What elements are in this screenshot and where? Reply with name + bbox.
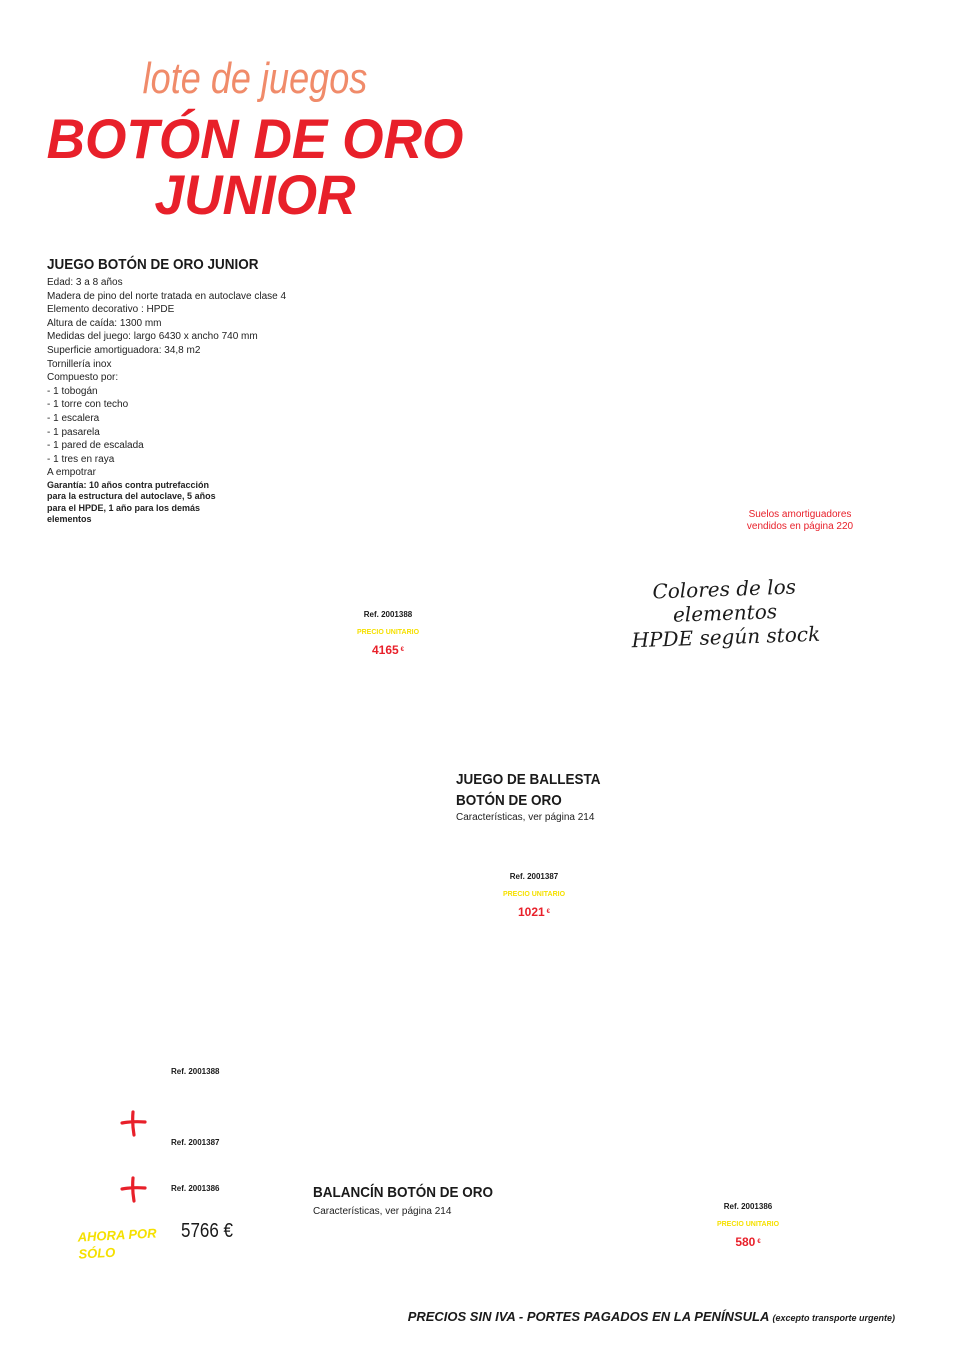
plus-icon [120,1176,147,1203]
ballesta-price: 1021€ [517,905,551,919]
junior-heading: JUEGO BOTÓN DE ORO JUNIOR [47,256,259,273]
footer-small: (excepto transporte urgente) [772,1313,895,1323]
balancin-price-block: Ref. 2001386 PRECIO UNITARIO 580€ [688,1202,808,1250]
spec-line: A empotrar [47,467,96,479]
spec-line: - 1 torre con techo [47,399,129,411]
ballesta-desc: Características, ver página 214 [456,812,595,823]
footer-note: PRECIOS SIN IVA - PORTES PAGADOS EN LA P… [408,1308,895,1327]
junior-unit-label: PRECIO UNITARIO [356,629,420,636]
footer-main: PRECIOS SIN IVA - PORTES PAGADOS EN LA P… [407,1309,769,1324]
ballesta-ref: Ref. 2001387 [509,872,559,881]
promo-label: AHORA POR SÓLO [77,1225,157,1262]
spec-line: Madera de pino del norte tratada en auto… [47,290,287,302]
catalog-title-line2: JUNIOR [154,163,356,226]
warranty-line: para el HPDE, 1 año para los demás [47,502,201,513]
junior-price: 4165€ [371,643,405,657]
spec-line: Medidas del juego: largo 6430 x ancho 74… [47,331,258,343]
spec-line: Superficie amortiguadora: 34,8 m2 [47,344,201,356]
ballesta-heading-line2: BOTÓN DE ORO [456,792,562,809]
colors-note: Colores de los elementos HPDE según stoc… [631,574,821,653]
catalog-subtitle: lote de juegos [142,54,368,103]
spec-line: - 1 tres en raya [47,453,115,465]
ballesta-unit-label: PRECIO UNITARIO [502,891,566,898]
spec-line: Altura de caída: 1300 mm [47,317,162,329]
balancin-unit-label: PRECIO UNITARIO [716,1221,780,1228]
warranty-line: para la estructura del autoclave, 5 años [47,491,216,502]
junior-price-block: Ref. 2001388 PRECIO UNITARIO 4165€ [328,610,448,658]
junior-spec-list: Edad: 3 a 8 años Madera de pino del nort… [47,276,367,526]
spec-line: - 1 pared de escalada [47,440,144,452]
warranty-line: Garantía: 10 años contra putrefacción [47,479,210,490]
combo-ref-1: Ref. 2001388 [171,1067,220,1076]
spec-line: Tornillería inox [47,358,112,370]
balancin-ref: Ref. 2001386 [723,1202,773,1211]
spec-line: - 1 escalera [47,412,100,424]
spec-line: - 1 pasarela [47,426,100,438]
balancin-desc: Características, ver página 214 [313,1206,452,1217]
combo-ref-2: Ref. 2001387 [171,1138,220,1147]
spec-line: Compuesto por: [47,372,119,384]
spec-line: Elemento decorativo : HPDE [47,304,175,316]
floor-note: Suelos amortiguadores vendidos en página… [746,509,854,532]
spec-line: - 1 tobogán [47,385,98,397]
plus-icon [120,1110,147,1137]
ballesta-heading-line1: JUEGO DE BALLESTA [456,771,601,788]
spec-line: Edad: 3 a 8 años [47,277,123,288]
combo-ref-3: Ref. 2001386 [171,1184,220,1193]
balancin-heading: BALANCÍN BOTÓN DE ORO [313,1184,493,1201]
catalog-title-line1: BOTÓN DE ORO [46,107,464,170]
combo-total-price: 5766 € [181,1220,233,1242]
ballesta-price-block: Ref. 2001387 PRECIO UNITARIO 1021€ [474,872,594,920]
warranty-line: elementos [47,514,92,525]
junior-ref: Ref. 2001388 [363,610,413,619]
balancin-price: 580€ [735,1235,761,1249]
